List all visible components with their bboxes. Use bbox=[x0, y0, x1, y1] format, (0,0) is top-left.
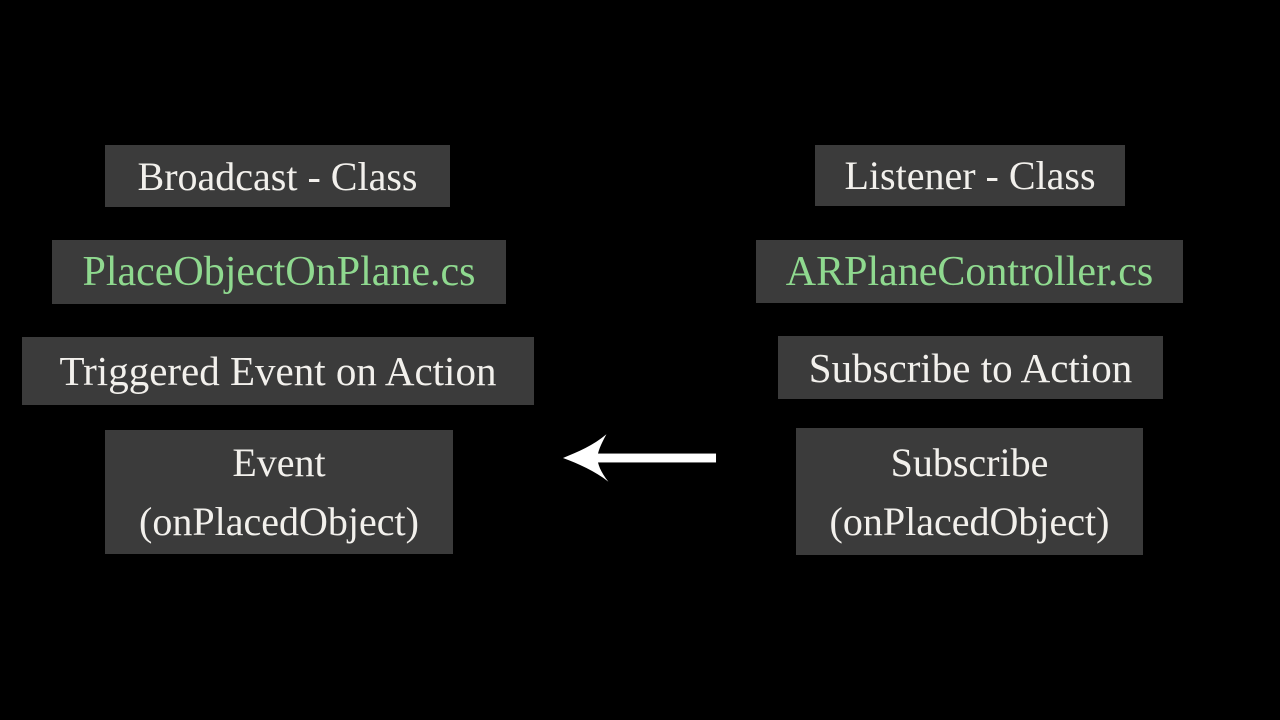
left-arrow-icon bbox=[562, 434, 717, 482]
listener-class-label: Listener - Class bbox=[815, 145, 1125, 206]
broadcast-class-filename: PlaceObjectOnPlane.cs bbox=[52, 240, 506, 304]
filename-text: ARPlaneController.cs bbox=[785, 248, 1154, 295]
subscribe-action-label: Subscribe to Action bbox=[778, 336, 1163, 399]
subscribe-node: Subscribe (onPlacedObject) bbox=[796, 428, 1143, 555]
event-node: Event (onPlacedObject) bbox=[105, 430, 453, 554]
triggered-event-label: Triggered Event on Action bbox=[22, 337, 534, 405]
subscribe-node-handler: (onPlacedObject) bbox=[829, 498, 1110, 544]
event-node-title: Event bbox=[232, 440, 326, 485]
broadcast-class-label: Broadcast - Class bbox=[105, 145, 450, 207]
event-node-handler: (onPlacedObject) bbox=[139, 499, 419, 544]
listener-class-filename: ARPlaneController.cs bbox=[756, 240, 1183, 303]
filename-text: PlaceObjectOnPlane.cs bbox=[82, 249, 476, 295]
subscribe-node-title: Subscribe bbox=[890, 439, 1049, 485]
